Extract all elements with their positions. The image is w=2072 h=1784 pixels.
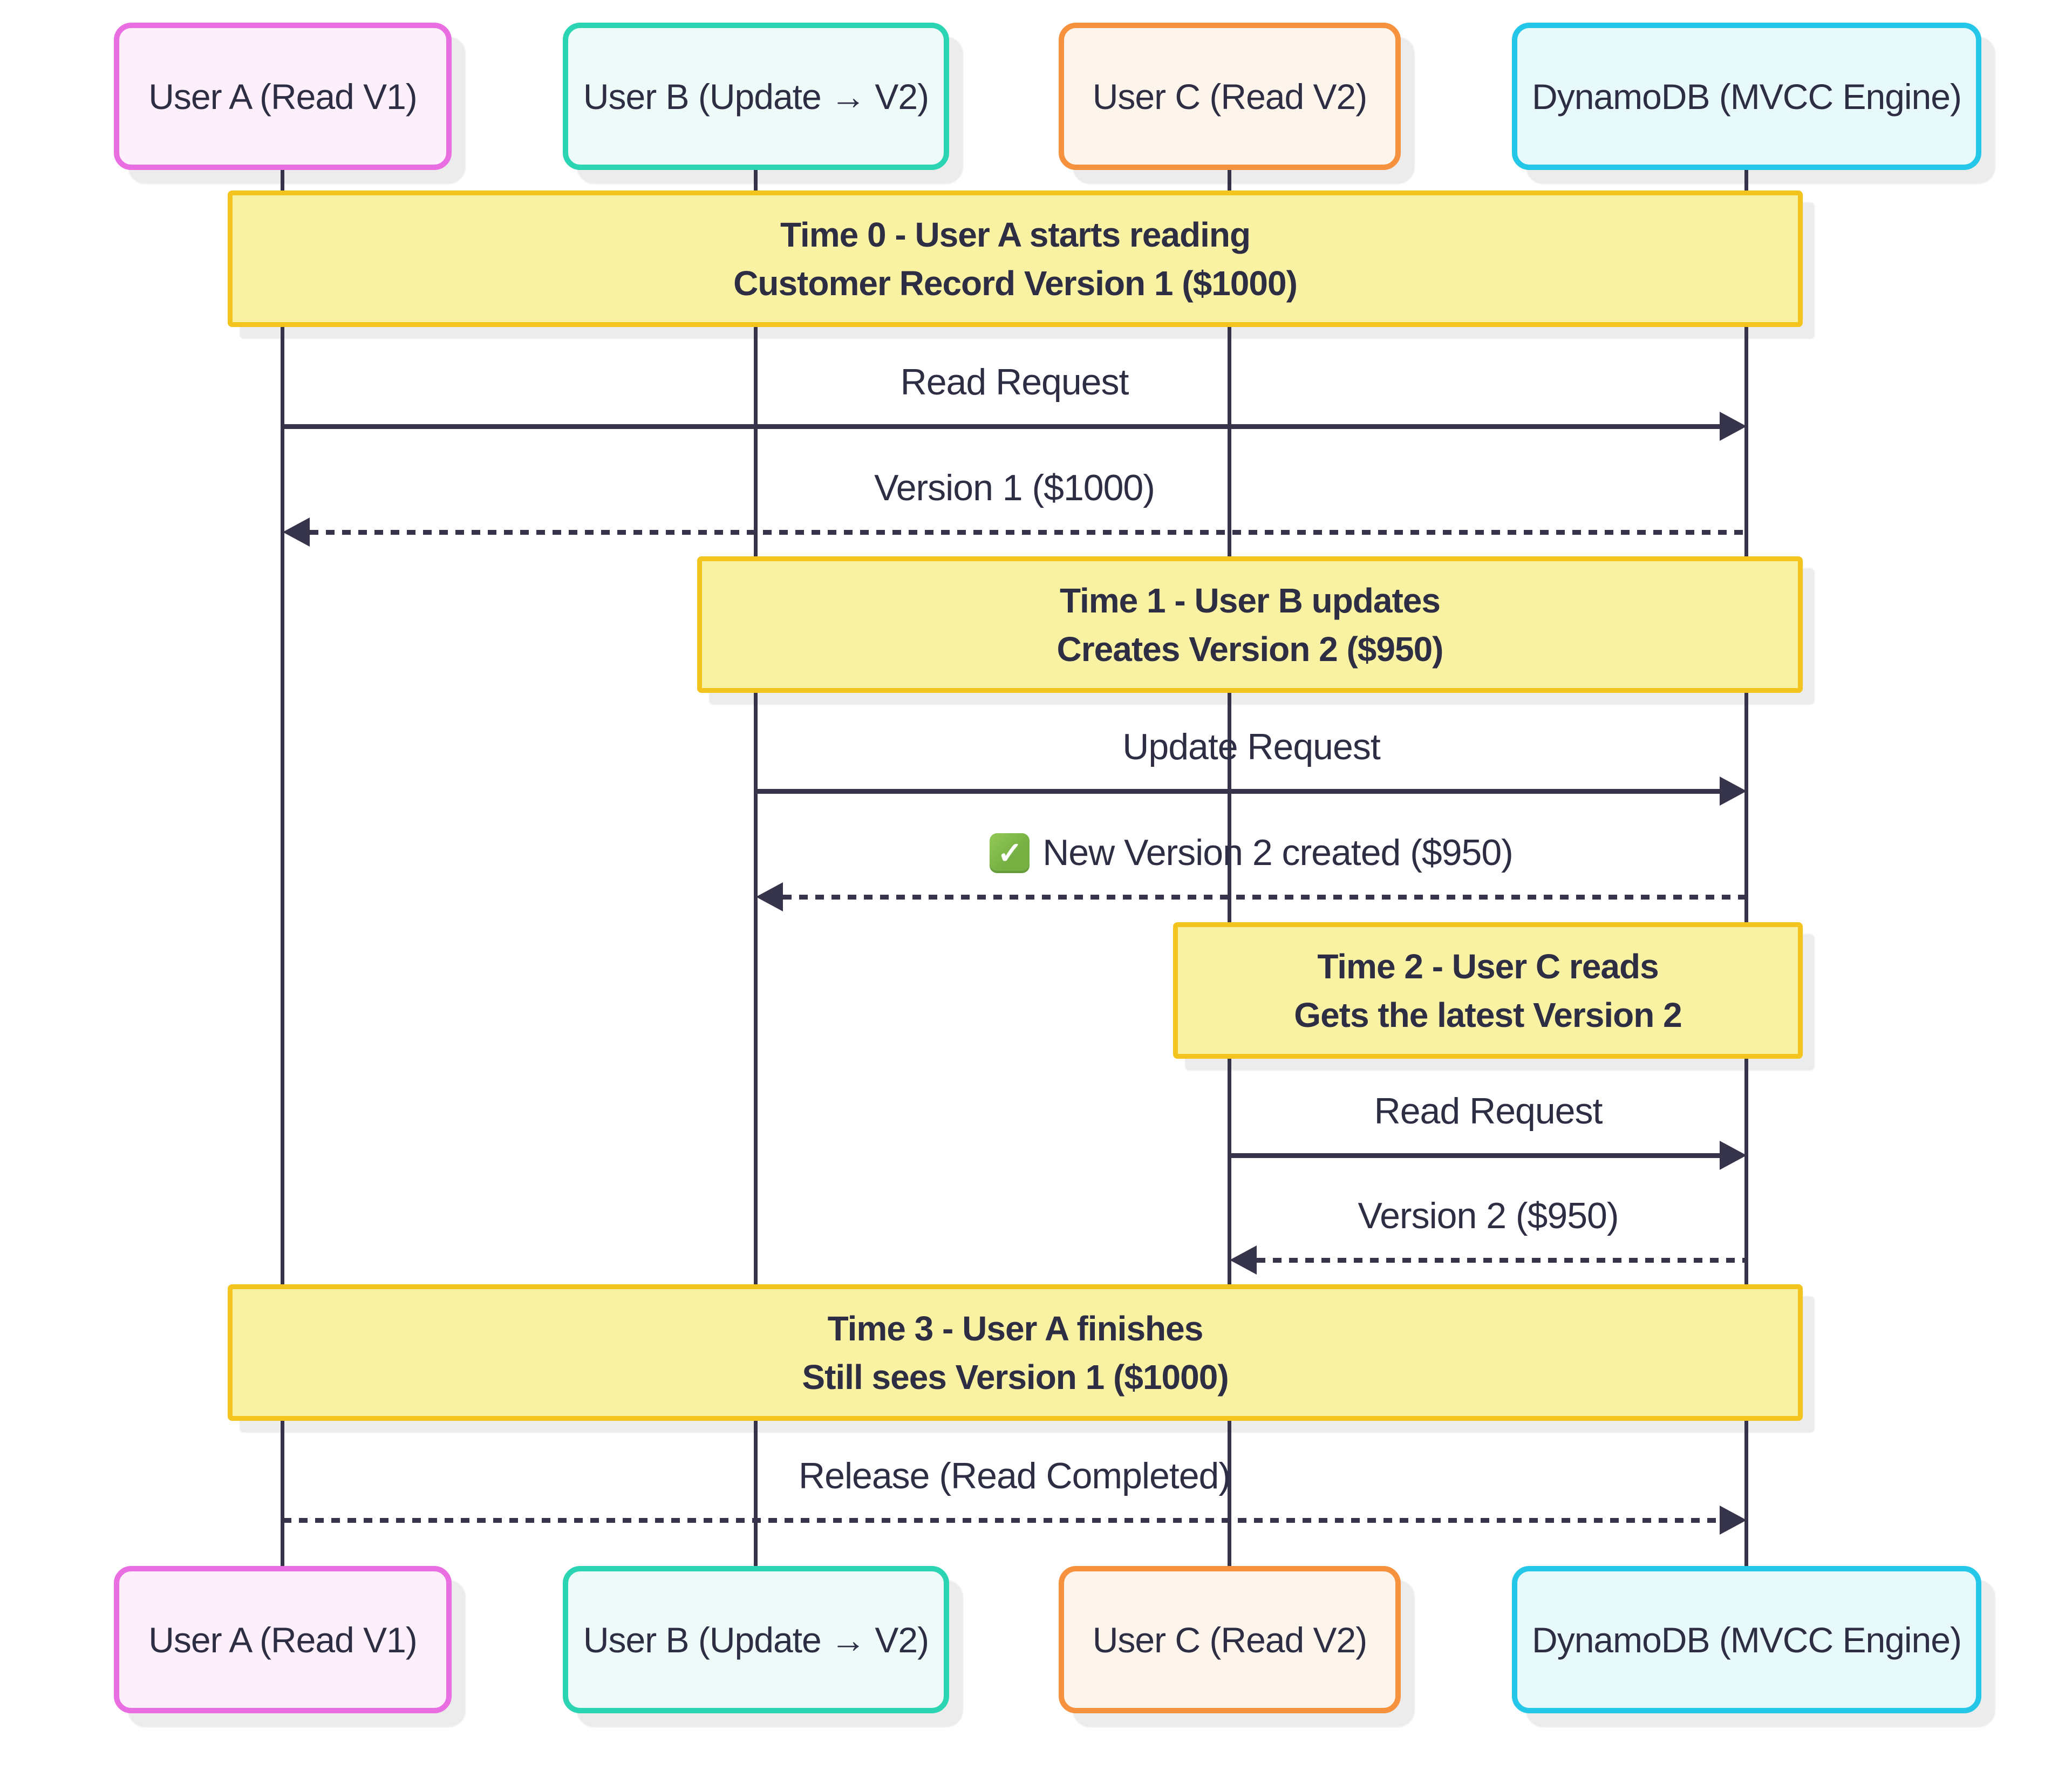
- message-text: Version 2 ($950): [1358, 1195, 1619, 1236]
- message-label-release: Release (Read Completed): [529, 1454, 1500, 1499]
- participant-bottom-user-a: User A (Read V1): [114, 1566, 452, 1713]
- participant-bottom-user-b: User B (Update → V2): [563, 1566, 949, 1713]
- message-line: [783, 895, 1747, 900]
- participant-label: DynamoDB (MVCC Engine): [1532, 1619, 1962, 1660]
- participant-label: User C (Read V2): [1092, 1619, 1367, 1660]
- message-label-version-1: Version 1 ($1000): [529, 466, 1500, 510]
- message-text: New Version 2 created ($950): [1042, 832, 1514, 873]
- note-time-1: Time 1 - User B updates Creates Version …: [697, 556, 1803, 693]
- message-line: [1230, 1153, 1720, 1158]
- message-label-read-request-c: Read Request: [1110, 1090, 1866, 1134]
- arrowhead-left-icon: [756, 882, 783, 911]
- arrowhead-left-icon: [1230, 1245, 1257, 1275]
- message-line: [310, 530, 1747, 535]
- participant-label: User A (Read V1): [148, 76, 418, 117]
- note-time-2: Time 2 - User C reads Gets the latest Ve…: [1173, 922, 1803, 1059]
- message-text: Release (Read Completed): [799, 1455, 1231, 1496]
- note-line: Time 1 - User B updates: [1060, 581, 1441, 620]
- participant-bottom-user-c: User C (Read V2): [1059, 1566, 1401, 1713]
- participant-top-user-a: User A (Read V1): [114, 23, 452, 170]
- note-line: Time 0 - User A starts reading: [780, 215, 1251, 254]
- message-text: Read Request: [1374, 1091, 1603, 1132]
- check-emoji-icon: ✓: [990, 833, 1030, 873]
- message-text: Update Request: [1122, 726, 1380, 767]
- lifeline-dynamodb: [1744, 170, 1748, 1566]
- participant-label: User C (Read V2): [1092, 76, 1367, 117]
- message-line: [1257, 1258, 1747, 1263]
- note-line: Customer Record Version 1 ($1000): [733, 263, 1298, 303]
- message-line: [283, 1518, 1720, 1523]
- lifeline-user-a: [281, 170, 284, 1566]
- arrowhead-right-icon: [1720, 777, 1747, 806]
- note-line: Gets the latest Version 2: [1294, 995, 1682, 1034]
- message-text: Version 1 ($1000): [874, 467, 1155, 508]
- arrowhead-right-icon: [1720, 412, 1747, 441]
- participant-label: User A (Read V1): [148, 1619, 418, 1660]
- arrowhead-left-icon: [283, 518, 310, 547]
- message-label-new-version-2: ✓ New Version 2 created ($950): [766, 831, 1737, 875]
- message-line: [756, 789, 1720, 794]
- message-label-read-request-a: Read Request: [529, 360, 1500, 405]
- participant-top-user-b: User B (Update → V2): [563, 23, 949, 170]
- participant-bottom-dynamodb: DynamoDB (MVCC Engine): [1512, 1566, 1981, 1713]
- participant-top-dynamodb: DynamoDB (MVCC Engine): [1512, 23, 1981, 170]
- message-line: [283, 424, 1723, 429]
- note-line: Time 2 - User C reads: [1317, 947, 1659, 986]
- arrowhead-right-icon: [1720, 1141, 1747, 1170]
- note-line: Still sees Version 1 ($1000): [802, 1357, 1229, 1397]
- note-line: Time 3 - User A finishes: [827, 1309, 1204, 1348]
- note-time-0: Time 0 - User A starts reading Customer …: [228, 190, 1803, 327]
- arrowhead-right-icon: [1720, 1506, 1747, 1535]
- note-line: Creates Version 2 ($950): [1057, 629, 1444, 669]
- participant-top-user-c: User C (Read V2): [1059, 23, 1401, 170]
- message-label-update-request: Update Request: [766, 725, 1737, 770]
- participant-label: User B (Update → V2): [583, 1619, 929, 1660]
- lifeline-user-c: [1228, 170, 1231, 1566]
- lifeline-user-b: [754, 170, 758, 1566]
- note-time-3: Time 3 - User A finishes Still sees Vers…: [228, 1284, 1803, 1421]
- check-glyph: ✓: [997, 836, 1023, 870]
- participant-label: DynamoDB (MVCC Engine): [1532, 76, 1962, 117]
- participant-label: User B (Update → V2): [583, 76, 929, 117]
- message-text: Read Request: [900, 362, 1129, 403]
- message-label-version-2: Version 2 ($950): [1110, 1194, 1866, 1238]
